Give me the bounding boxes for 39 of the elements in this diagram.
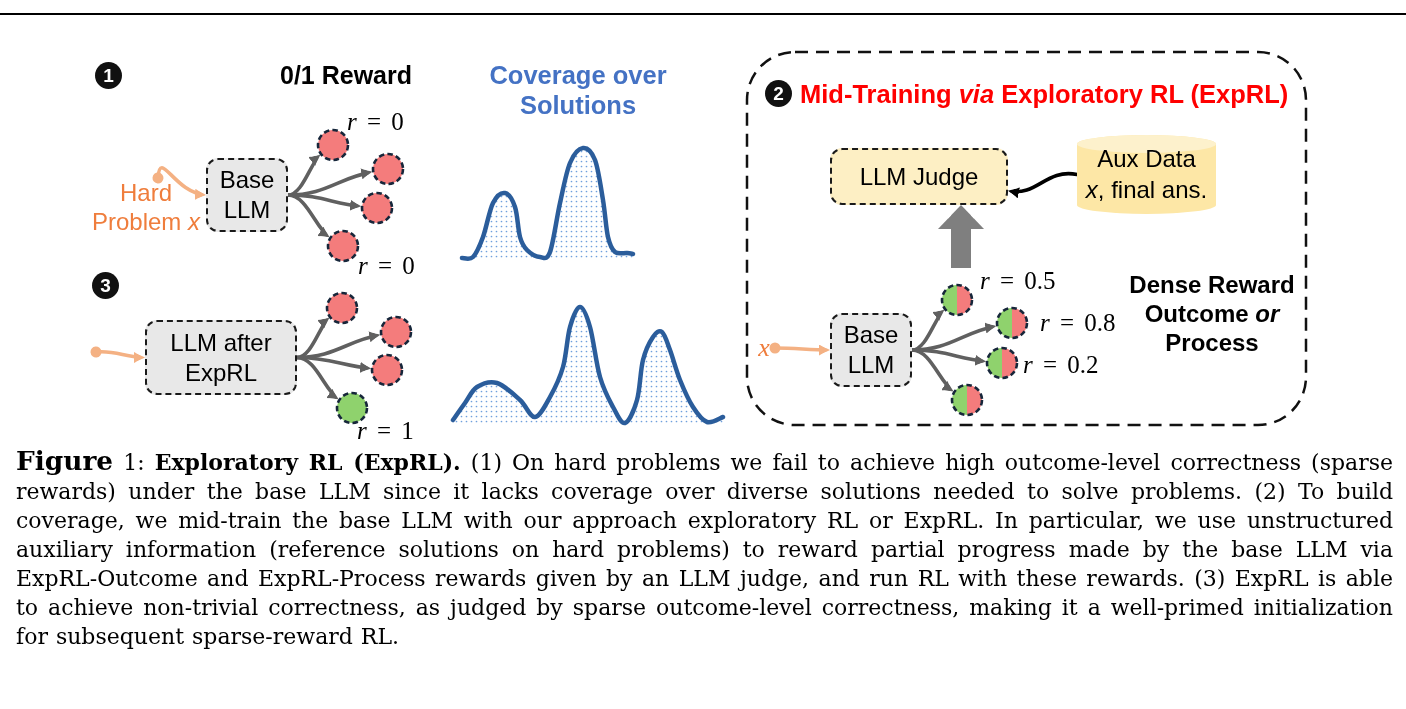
reward-label: r = 0 bbox=[358, 252, 415, 280]
response-circle bbox=[950, 383, 984, 417]
response-circle bbox=[325, 291, 359, 325]
reward-label: r = 0.8 bbox=[1040, 309, 1116, 337]
response-circle bbox=[360, 191, 394, 225]
response-circle bbox=[326, 229, 360, 263]
judge-box: LLM Judge bbox=[830, 148, 1008, 205]
input-label: x bbox=[753, 334, 775, 362]
model-box: LLM after ExpRL bbox=[145, 320, 297, 395]
reward-label: r = 0.5 bbox=[980, 267, 1056, 295]
panel-title: Mid-Training via Exploratory RL (ExpRL) bbox=[800, 79, 1289, 109]
response-circle bbox=[370, 353, 404, 387]
arrow bbox=[1006, 171, 1079, 198]
response-circle bbox=[335, 391, 369, 425]
data-cylinder: Aux Data x, final ans. bbox=[1077, 135, 1216, 214]
response-circle bbox=[940, 283, 974, 317]
column-heading: Coverage over Solutions bbox=[488, 60, 668, 120]
model-box: Base LLM bbox=[206, 158, 288, 232]
model-box: Base LLM bbox=[830, 313, 912, 387]
arrow bbox=[152, 165, 208, 199]
step-number-badge: 3 bbox=[92, 272, 119, 299]
reward-label: r = 1 bbox=[357, 417, 414, 445]
step-number-badge: 1 bbox=[95, 62, 122, 89]
reward-label: r = 0.2 bbox=[1023, 351, 1099, 379]
input-label: Hard Problem x bbox=[86, 178, 206, 236]
figure-caption: Figure 1: Exploratory RL (ExpRL). (1) On hard problems we fail to achieve high outcome-level correctness (sparse rewards) under the base LLM since it lacks coverage over diverse solutions needed to solve problems. (2) To build coverage, we mid-train the base LLM with our approach exploratory RL or ExpRL. In particular, we use unstructured auxiliary information (reference solutions on hard problems) to reward partial progress made by the base LLM via ExpRL-Outcome and ExpRL-Process rewards given by an LLM judge, and run RL with these rewards. (3) ExpRL is able to achieve non-trivial correctness, as judged by sparse outcome-level correctness, making it a well-primed initialization for subsequent sparse-reward RL. bbox=[16, 446, 1393, 651]
arrow bbox=[90, 346, 147, 363]
column-heading: 0/1 Reward bbox=[280, 60, 412, 90]
arrow bbox=[769, 342, 832, 356]
block-arrow bbox=[938, 205, 984, 268]
response-circle bbox=[316, 128, 350, 162]
reward-label: r = 0 bbox=[347, 108, 404, 136]
step-number-badge: 2 bbox=[765, 80, 792, 107]
response-circle bbox=[379, 315, 413, 349]
response-circle bbox=[985, 346, 1019, 380]
panel-note: Dense Reward Outcome or Process bbox=[1128, 270, 1296, 357]
response-circle bbox=[371, 152, 405, 186]
response-circle bbox=[995, 306, 1029, 340]
dashed-panel bbox=[745, 50, 1308, 427]
